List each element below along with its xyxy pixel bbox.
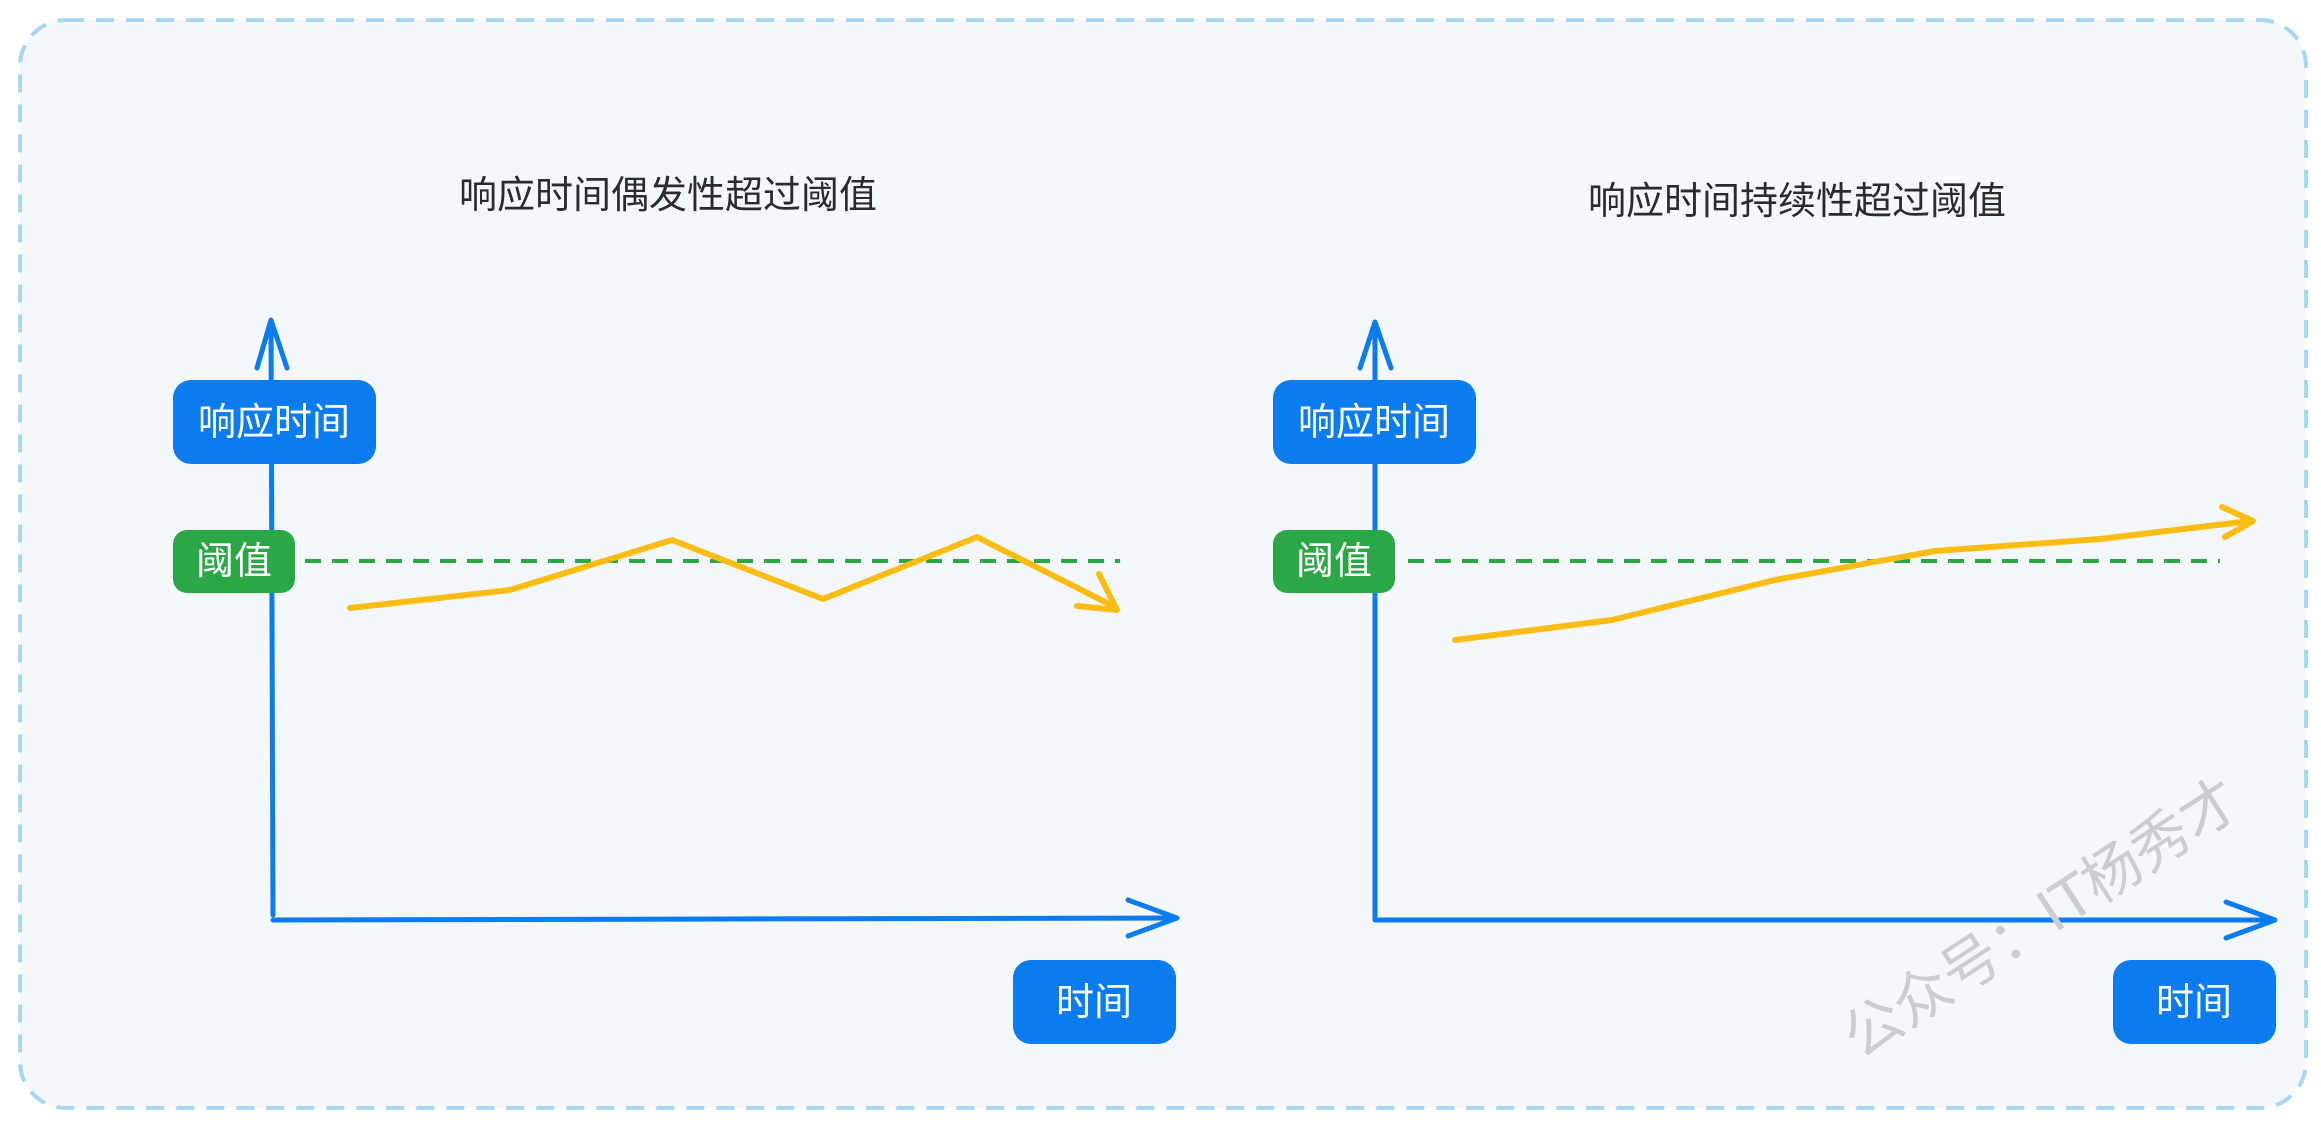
y-axis-arrow-icon (254, 317, 290, 371)
x-axis-label: 时间 (2113, 960, 2276, 1044)
x-axis-arrow-icon (1125, 897, 1180, 939)
threshold-label: 阈值 (1273, 530, 1395, 593)
y-axis-label: 响应时间 (1273, 380, 1476, 464)
threshold-label-text: 阈值 (196, 539, 272, 583)
x-axis-label: 时间 (1013, 960, 1176, 1044)
y-axis-label-text: 响应时间 (198, 400, 350, 444)
panel-title: 响应时间偶发性超过阈值 (459, 173, 877, 217)
threshold-label: 阈值 (173, 530, 295, 593)
x-axis-label-bg (1013, 960, 1176, 1044)
x-axis-label-bg (2113, 960, 2276, 1044)
y-axis-label-bg (173, 380, 376, 464)
response-line-arrow-icon (1074, 571, 1120, 613)
response-time-line (1452, 518, 2253, 643)
panel-intermittent: 响应时间偶发性超过阈值 响应时间 阈值 时间 (173, 173, 1180, 1044)
y-axis-arrow-icon (1357, 319, 1394, 371)
response-time-line (347, 534, 1118, 611)
y-axis-label: 响应时间 (173, 380, 376, 464)
x-axis-label-text: 时间 (1056, 980, 1132, 1024)
threshold-label-text: 阈值 (1296, 539, 1372, 583)
x-axis-label-text: 时间 (2156, 980, 2232, 1024)
x-axis-arrow-icon (2223, 899, 2278, 941)
threshold-label-bg (173, 530, 295, 593)
response-line-arrow-icon (2219, 504, 2256, 540)
y-axis-label-bg (1273, 380, 1476, 464)
threshold-label-bg (1273, 530, 1395, 593)
x-axis (270, 915, 1178, 923)
panel-sustained: 响应时间持续性超过阈值 响应时间 阈值 时间 (1273, 179, 2278, 1044)
diagram-frame (18, 18, 2308, 1110)
panel-title: 响应时间持续性超过阈值 (1588, 179, 2006, 223)
y-axis-label-text: 响应时间 (1298, 400, 1450, 444)
